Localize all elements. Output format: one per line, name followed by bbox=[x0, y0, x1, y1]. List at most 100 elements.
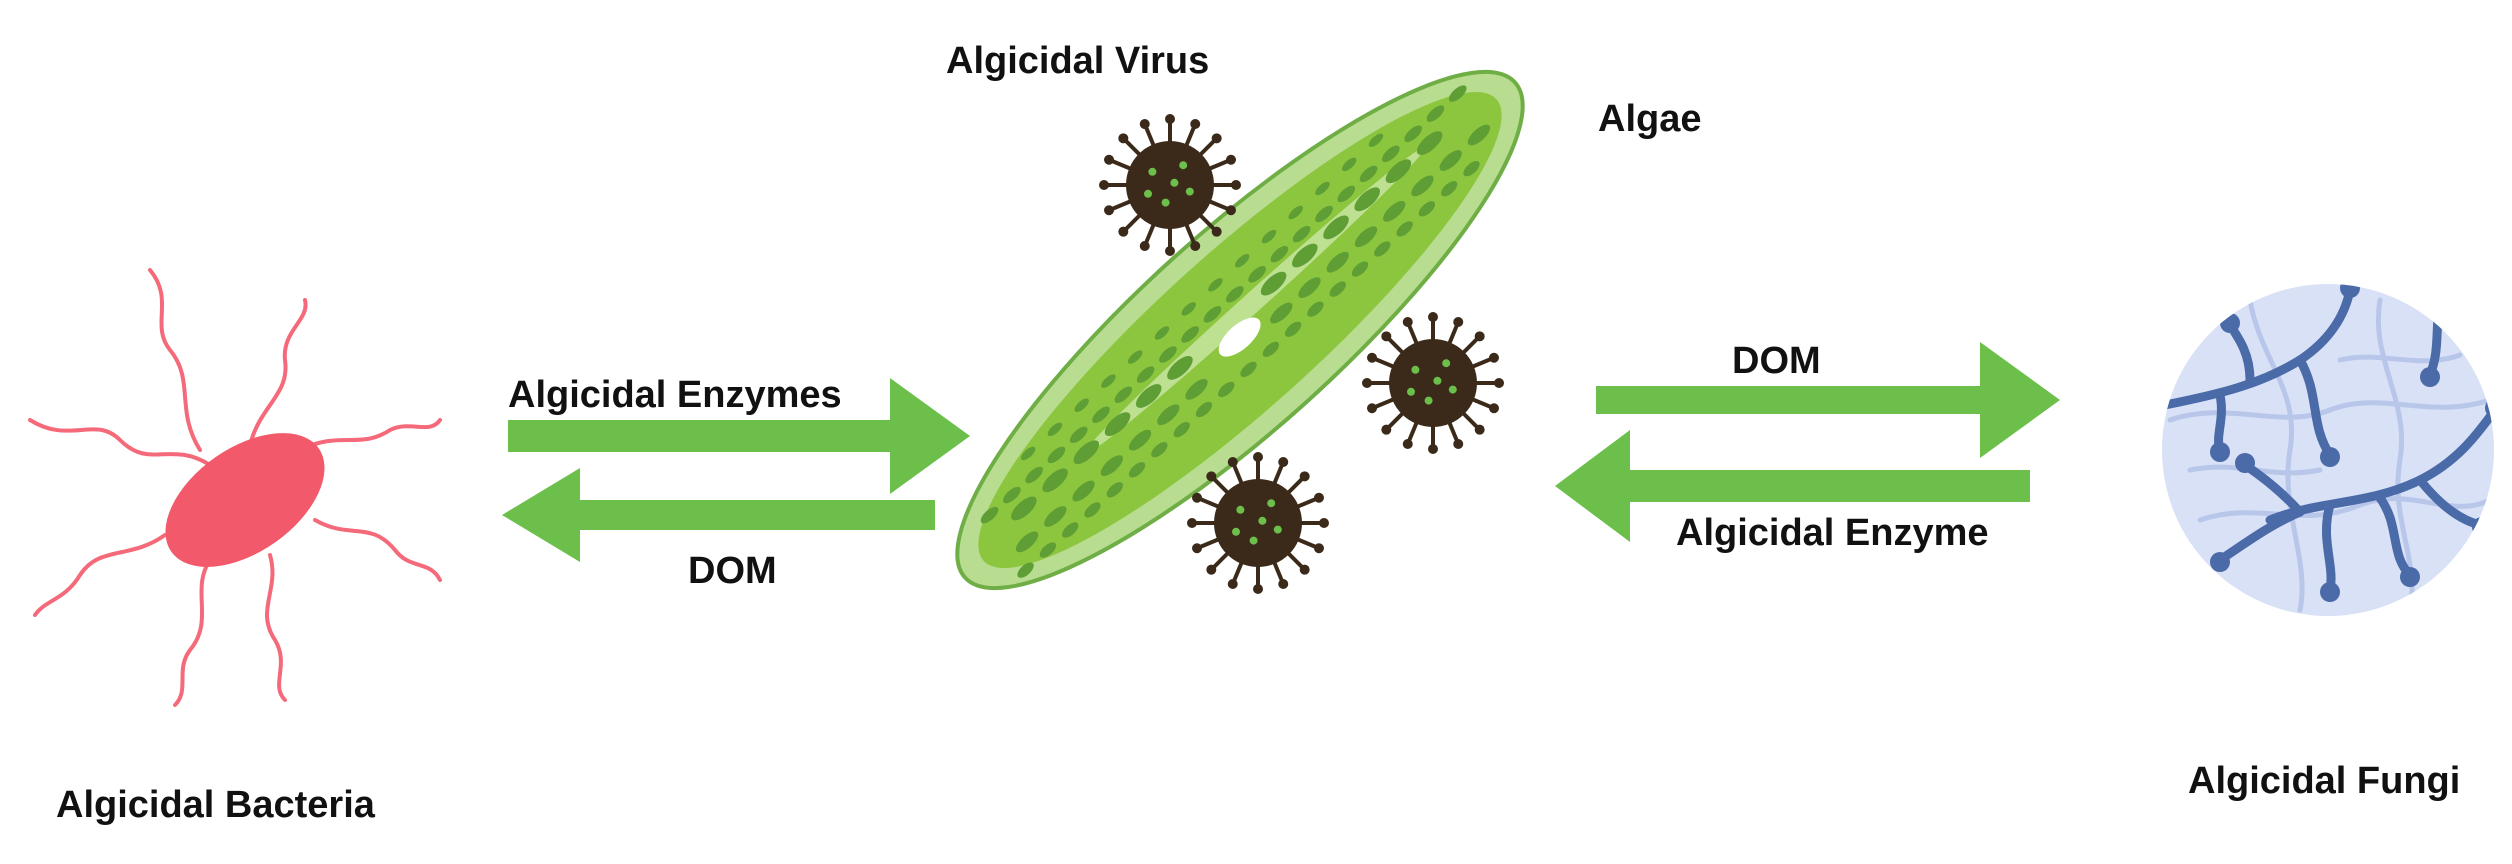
algae-organelle bbox=[1326, 251, 1349, 273]
algae-organelle bbox=[1208, 278, 1223, 292]
algae-organelle bbox=[1157, 404, 1180, 426]
algae-organelle bbox=[1092, 406, 1110, 424]
algae-organelle bbox=[1011, 496, 1037, 521]
label-algicidal-bacteria: Algicidal Bacteria bbox=[56, 784, 375, 826]
label-algicidal-virus: Algicidal Virus bbox=[946, 40, 1210, 82]
algae-organelle bbox=[1020, 446, 1036, 461]
algae-organelle bbox=[1337, 185, 1356, 203]
algae-organelle bbox=[1235, 254, 1250, 268]
fungi-icon bbox=[2162, 284, 2494, 616]
algae-organelle bbox=[1104, 412, 1131, 437]
algae-organelle bbox=[1439, 150, 1462, 171]
algae-organelle bbox=[1185, 378, 1208, 400]
algae-organelle bbox=[1441, 181, 1458, 197]
algae-organelle bbox=[1127, 350, 1143, 364]
label-dom-right: DOM bbox=[1732, 340, 1821, 382]
algae-organelle bbox=[1385, 159, 1412, 184]
algae-organelle bbox=[1383, 200, 1406, 222]
algae-organelle bbox=[1382, 145, 1400, 163]
algae-organelle bbox=[1448, 85, 1467, 102]
algae-organelle bbox=[1151, 442, 1168, 458]
algae-organelle bbox=[1015, 531, 1039, 553]
algae-organelle bbox=[1329, 281, 1346, 297]
algae-organelle bbox=[1073, 440, 1100, 465]
algae-organelle bbox=[1154, 326, 1170, 340]
algae-organelle bbox=[1416, 131, 1443, 155]
algae-organelle bbox=[1195, 401, 1213, 418]
algae-organelle bbox=[1025, 466, 1043, 484]
algae-organelle bbox=[980, 506, 999, 524]
algae-organelle bbox=[1128, 429, 1152, 451]
algae-organelle bbox=[1467, 124, 1491, 146]
algae-organelle bbox=[1100, 455, 1123, 476]
algae-organelle bbox=[1323, 215, 1349, 240]
algae-organelle bbox=[1315, 181, 1330, 196]
algae-cell-icon bbox=[955, 69, 1525, 591]
algae-organelle bbox=[1315, 205, 1333, 223]
algae-organelle bbox=[1404, 125, 1422, 142]
algae-organelle bbox=[1159, 346, 1177, 363]
algae-organelle bbox=[1396, 221, 1413, 237]
algae-organelle bbox=[1411, 175, 1434, 197]
algae-organelle bbox=[1368, 133, 1384, 147]
algae-organelle bbox=[1042, 468, 1068, 493]
label-algicidal-fungi: Algicidal Fungi bbox=[2188, 760, 2461, 802]
algae-organelle bbox=[1101, 374, 1116, 388]
algae-organelle bbox=[1047, 446, 1066, 464]
algae-organelle bbox=[1418, 201, 1436, 217]
algae-organelle bbox=[1292, 243, 1318, 268]
algae-organelle bbox=[1218, 381, 1235, 398]
algae-organelle bbox=[1359, 165, 1378, 183]
algae-organelle bbox=[1270, 302, 1293, 324]
algae-organelle bbox=[1270, 245, 1289, 263]
algae-organelle bbox=[1062, 522, 1079, 538]
algae-organelle bbox=[1342, 157, 1357, 172]
algae-organelle bbox=[1047, 422, 1063, 437]
algae-organelle bbox=[1284, 321, 1302, 337]
algae-organelle bbox=[1426, 105, 1445, 122]
algae-organelle bbox=[1181, 302, 1196, 316]
label-algicidal-enzymes-left: Algicidal Enzymes bbox=[508, 374, 842, 416]
algae-organelle bbox=[1135, 384, 1162, 408]
algae-organelle bbox=[1173, 421, 1190, 438]
algae-organelle bbox=[1003, 486, 1021, 504]
algae-organelle bbox=[1167, 356, 1193, 380]
algae-organelle bbox=[1288, 205, 1303, 220]
virus-icon bbox=[1099, 114, 1241, 256]
algae-organelle bbox=[1261, 229, 1277, 244]
algae-organelle bbox=[1463, 160, 1480, 177]
algae-organelle bbox=[1351, 261, 1369, 277]
arrow-dom-to-fungi bbox=[1596, 342, 2060, 458]
algae-organelle bbox=[1292, 225, 1311, 243]
label-algicidal-enzyme-right: Algicidal Enzyme bbox=[1676, 512, 1989, 554]
algae-organelle bbox=[1298, 277, 1321, 298]
algae-organelle bbox=[1248, 266, 1266, 283]
bacteria-icon bbox=[28, 268, 442, 707]
virus-icon bbox=[1187, 452, 1329, 594]
virus-icon bbox=[1362, 312, 1504, 454]
arrow-algicidal-enzyme-to-algae bbox=[1555, 430, 2030, 542]
label-dom-left: DOM bbox=[688, 550, 777, 592]
algae-organelle bbox=[1354, 226, 1378, 248]
algae-organelle bbox=[1084, 502, 1101, 518]
algae-organelle bbox=[1354, 187, 1381, 212]
arrow-algicidal-enzymes-to-algae bbox=[508, 378, 970, 494]
algae-organelle bbox=[1069, 426, 1088, 444]
algae-organelle bbox=[1039, 542, 1057, 558]
algae-organelle bbox=[1074, 398, 1089, 412]
arrow-dom-to-bacteria bbox=[502, 468, 935, 562]
algae-organelle bbox=[1262, 341, 1280, 357]
algae-organelle bbox=[1106, 482, 1123, 498]
algae-organelle bbox=[1072, 480, 1095, 502]
algae-organelle bbox=[1181, 326, 1200, 343]
algae-organelle bbox=[1136, 366, 1155, 383]
algae-organelle bbox=[1017, 562, 1034, 578]
algae-organelle bbox=[1240, 361, 1257, 378]
algae-organelle bbox=[1374, 241, 1391, 257]
algae-organelle bbox=[1203, 306, 1222, 323]
algae-organelle bbox=[1114, 386, 1133, 403]
algae-organelle bbox=[1260, 271, 1287, 296]
label-algae: Algae bbox=[1598, 98, 1702, 140]
algae-organelle bbox=[1225, 286, 1244, 303]
